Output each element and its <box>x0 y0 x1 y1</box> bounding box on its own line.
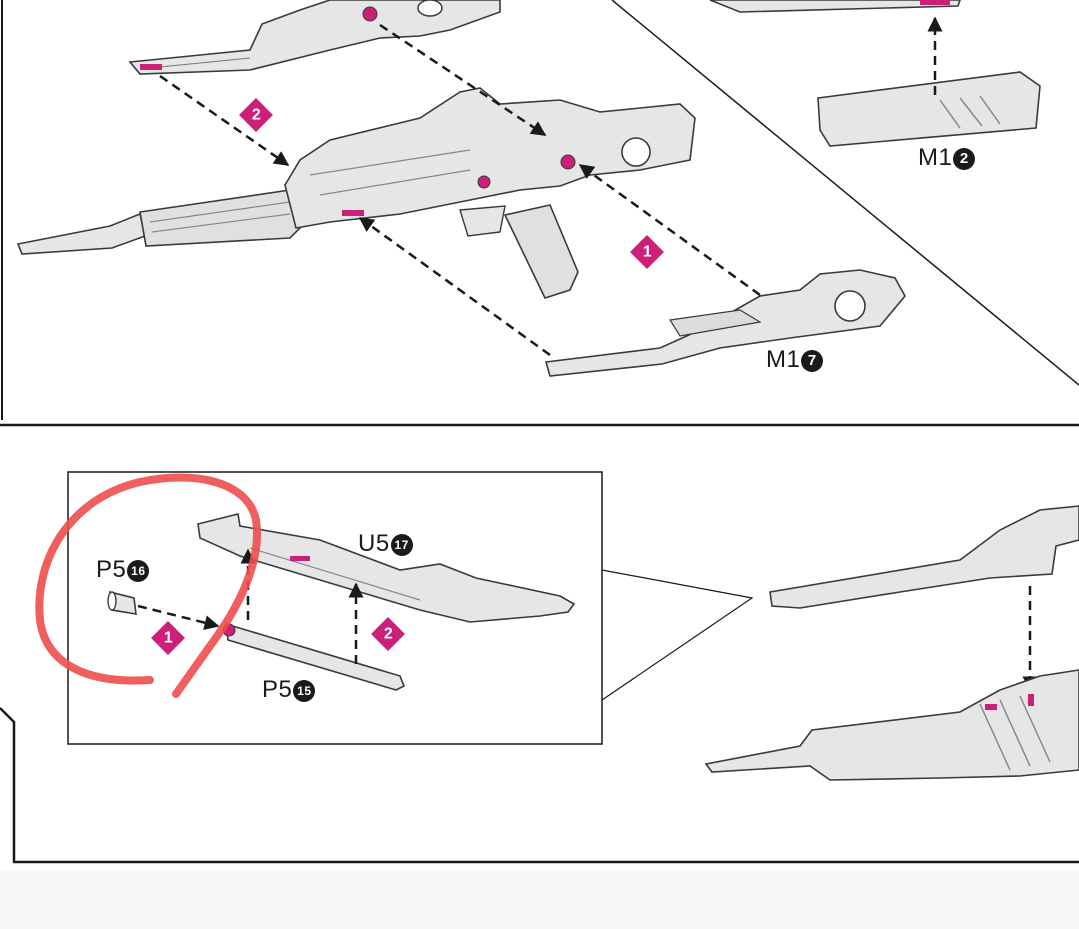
peg-marker <box>140 64 162 70</box>
detail-inset-frame <box>67 471 603 745</box>
assembled-barrel-part <box>769 505 1079 609</box>
top-receiver-part <box>128 0 501 75</box>
peg-marker <box>920 0 950 5</box>
part-number-badge: 17 <box>390 533 413 556</box>
step-number: 2 <box>251 106 261 123</box>
page-bottom-margin <box>0 870 1079 929</box>
part-number-badge: 2 <box>953 147 976 170</box>
peg-marker <box>985 704 997 710</box>
lower-panel-border <box>0 707 1079 864</box>
red-circle-annotation-icon <box>35 473 261 698</box>
handguard-part <box>709 0 1041 147</box>
assembled-rifle-part <box>704 669 1079 781</box>
step-number: 1 <box>163 629 173 646</box>
step-number: 1 <box>642 243 652 260</box>
callout-lines <box>601 569 754 701</box>
peg-hole-marker <box>477 175 491 189</box>
step-number: 2 <box>383 625 393 642</box>
peg-marker <box>290 556 310 561</box>
upper-assembly-arrows <box>159 16 943 357</box>
rifle-body-part <box>16 87 696 299</box>
part-number-badge: 7 <box>801 349 824 372</box>
barrel-cap-part <box>107 590 137 615</box>
barrel-rail-part <box>197 513 576 623</box>
part-number-badge: 15 <box>293 679 316 702</box>
peg-marker <box>1028 694 1034 706</box>
peg-hole-marker <box>560 154 576 170</box>
part-number-badge: 16 <box>127 559 150 582</box>
barrel-rod-part <box>222 622 406 691</box>
peg-hole-marker <box>362 6 378 22</box>
peg-marker <box>342 210 364 216</box>
side-receiver-part <box>544 269 906 377</box>
panel-divider-diagonal <box>611 0 1079 386</box>
